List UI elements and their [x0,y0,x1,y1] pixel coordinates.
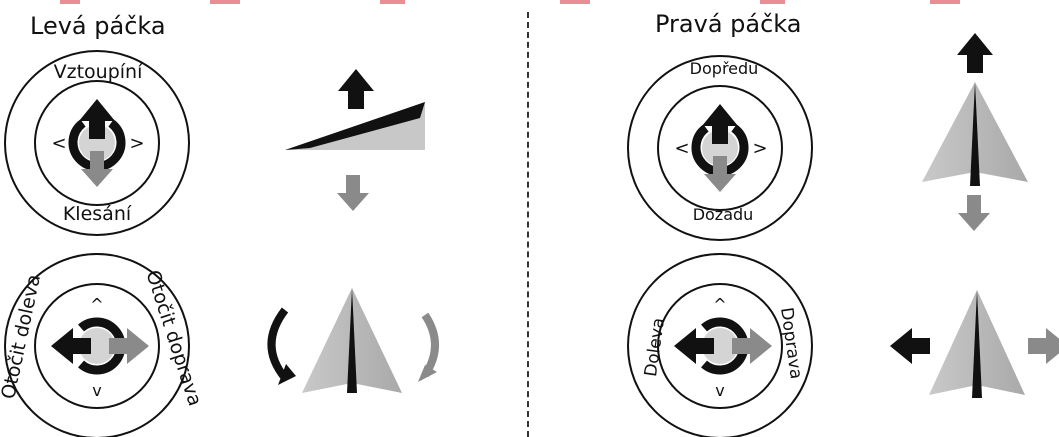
label-forward: Dopředu [690,59,759,78]
center-divider [527,12,529,437]
left-stick-yaw: ^ v [4,253,190,437]
svg-text:<: < [51,133,66,154]
climb-descend-illustration [285,69,425,211]
down-arrow-icon [337,175,369,211]
right-arrow-icon [1028,328,1059,364]
left-arrow-icon [890,328,930,364]
svg-text:>: > [752,138,767,159]
svg-text:<: < [674,138,689,159]
svg-text:^: ^ [713,295,726,314]
right-stick-pitch: < > [627,55,813,241]
svg-text:v: v [92,381,101,400]
svg-text:^: ^ [90,295,103,314]
label-climb: Vztoupíní [54,61,143,83]
left-stick-title: Levá páčka [30,12,166,40]
right-stick-roll: ^ v [627,253,813,437]
left-stick-throttle: < > [4,50,190,236]
label-descend: Klesání [63,203,132,225]
top-banner-fragments [60,0,960,4]
svg-text:v: v [715,381,724,400]
backward-arrow-icon [958,195,990,231]
right-stick-title: Pravá páčka [655,10,802,38]
rotate-left-arrow-icon [267,307,289,381]
label-backward: Dozadu [693,205,754,224]
up-arrow-icon [338,69,374,109]
forward-arrow-icon [957,33,993,73]
forward-backward-illustration [922,33,1028,231]
left-right-illustration [890,290,1059,398]
yaw-illustration [267,288,439,393]
svg-text:>: > [129,133,144,154]
